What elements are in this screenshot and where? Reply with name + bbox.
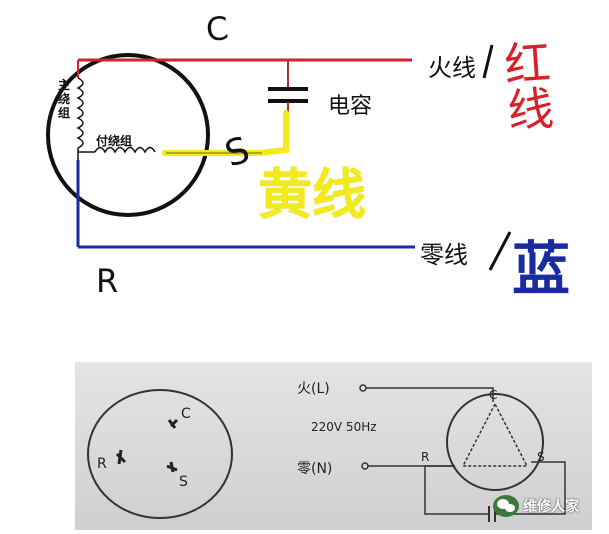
pin-s-mark xyxy=(166,461,178,473)
triangle-c-label: C xyxy=(489,388,498,402)
neutral-terminal xyxy=(361,462,369,470)
red-wire-note: 红线 xyxy=(502,35,556,139)
main-winding-label: 主绕组 xyxy=(58,78,71,120)
neutral-label: 零(N) xyxy=(297,461,333,477)
aux-winding-coil xyxy=(94,146,156,154)
bottom-diagram-svg xyxy=(87,384,566,522)
live-label: 火(L) xyxy=(297,381,330,397)
main-winding-coil xyxy=(76,77,84,149)
neutral-wire-label: 零线 xyxy=(420,241,468,269)
label-r: R xyxy=(96,262,119,300)
motor-circle xyxy=(46,53,210,217)
watermark-text: 维修人家 xyxy=(523,499,579,515)
cap-branch-left xyxy=(424,465,489,515)
motor-circle-bottom xyxy=(446,393,544,491)
cap-branch-right xyxy=(495,461,566,515)
wechat-icon xyxy=(493,495,519,517)
blue-wire-note: 蓝 xyxy=(512,235,571,303)
live-line xyxy=(366,387,494,402)
aux-winding-label: 付绕组 xyxy=(96,134,133,148)
pin-c-label: C xyxy=(181,406,191,422)
triangle-r-label: R xyxy=(421,450,430,464)
live-terminal xyxy=(359,384,367,392)
label-c: C xyxy=(204,8,231,50)
pin-s-label: S xyxy=(179,474,188,490)
pin-c-mark xyxy=(167,418,179,429)
pin-r-mark xyxy=(115,449,127,465)
delta-windings xyxy=(461,402,529,467)
pin-circle xyxy=(87,389,233,519)
triangle-s-label: S xyxy=(537,450,545,464)
live-wire-label: 火线 xyxy=(428,54,476,82)
live-slash xyxy=(482,44,494,79)
top-diagram-svg xyxy=(46,44,512,271)
neutral-slash xyxy=(488,231,512,271)
yellow-wire-note: 黄线 xyxy=(258,163,366,226)
voltage-label: 220V 50Hz xyxy=(311,420,377,434)
capacitor-label: 电容 xyxy=(328,94,373,119)
bottom-wiring-photo: C R S 火(L) 220V 50Hz 零(N) C R S 维修人家 xyxy=(75,362,592,530)
top-wiring-diagram: C S R 主绕组 付绕组 电容 火线 零线 红线 黄线 蓝 xyxy=(46,8,571,303)
pin-r-label: R xyxy=(97,456,107,472)
